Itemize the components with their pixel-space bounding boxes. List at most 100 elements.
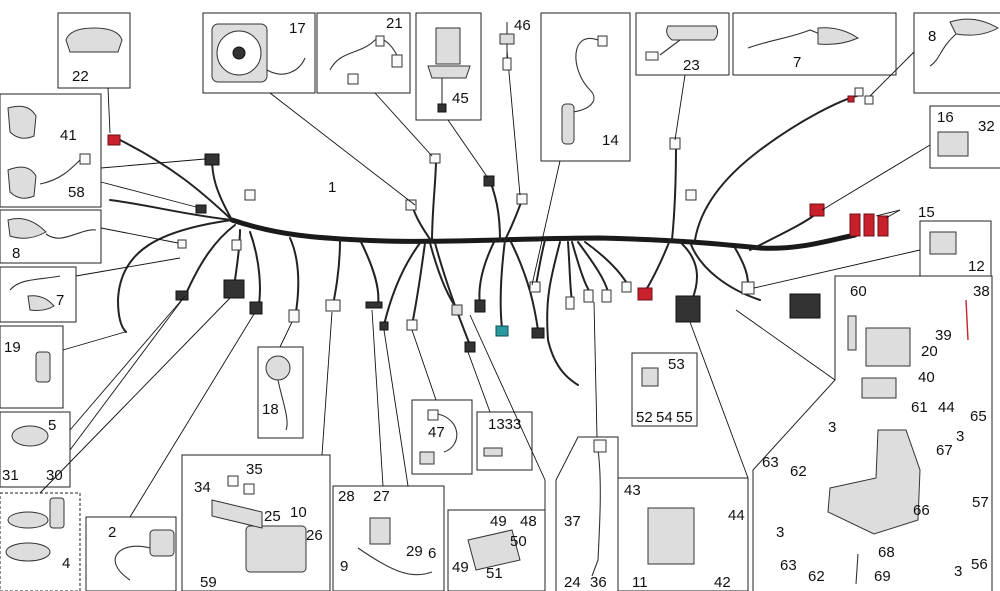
label-53: 53: [668, 356, 685, 373]
connector-red-1: [107, 134, 121, 146]
label-41: 41: [60, 127, 77, 144]
connector-plug-5: [325, 299, 341, 312]
connector-plug-6: [406, 319, 418, 331]
connector-black-8: [464, 341, 476, 353]
connector-black-6: [365, 301, 383, 309]
box-21: [316, 12, 411, 94]
relay-16-part: [937, 131, 969, 157]
part-18: [265, 355, 291, 381]
connector-grey-1: [451, 304, 463, 316]
label-36: 36: [590, 574, 607, 591]
connector-red-4: [847, 95, 855, 103]
label-44: 44: [938, 399, 955, 416]
switch-2-part: [149, 529, 175, 557]
label-32: 32: [978, 118, 995, 135]
label-15: 15: [918, 204, 935, 221]
mirror-top: [7, 105, 37, 139]
label-63a: 63: [762, 454, 779, 471]
connector-plug-8: [405, 199, 417, 211]
box-19: [0, 325, 64, 409]
plate-light-part: [666, 25, 719, 41]
label-62b: 62: [808, 568, 825, 585]
box-52-55: [631, 352, 698, 427]
label-35: 35: [246, 461, 263, 478]
label-34: 34: [194, 479, 211, 496]
label-9: 9: [340, 558, 348, 575]
part-5: [11, 425, 49, 447]
label-45: 45: [452, 90, 469, 107]
label-55: 55: [676, 409, 693, 426]
connector-black-3: [175, 290, 189, 301]
connector-plug-1: [244, 189, 256, 201]
box-7-top: [732, 12, 897, 76]
label-11: 11: [632, 574, 648, 591]
connector-plug-17: [741, 281, 755, 295]
label-29: 29: [406, 543, 423, 560]
connector-teal-1: [495, 325, 509, 337]
label-27: 27: [373, 488, 390, 505]
relay-connector-c: [877, 215, 889, 237]
connector-plug-16: [685, 189, 697, 201]
label-25: 25: [264, 508, 281, 525]
label-21: 21: [386, 15, 403, 32]
connector-red-2: [637, 287, 653, 301]
label-58: 58: [68, 184, 85, 201]
ecu-part: [647, 507, 695, 565]
label-60: 60: [850, 283, 867, 300]
connector-black-2: [195, 204, 207, 214]
label-42: 42: [714, 574, 731, 591]
label-12: 12: [968, 258, 985, 275]
box-14: [540, 12, 631, 162]
label-51: 51: [486, 565, 503, 582]
part-40: [861, 377, 897, 399]
label-19: 19: [4, 339, 21, 356]
connector-plug-10: [529, 281, 541, 293]
label-24: 24: [564, 574, 581, 591]
connector-black-4: [223, 279, 245, 299]
label-49a: 49: [490, 513, 507, 530]
connector-black-11: [531, 327, 545, 339]
label-31: 31: [2, 467, 19, 484]
box-1333: [476, 411, 533, 471]
label-17: 17: [289, 20, 306, 37]
fuel-pump-part: [435, 27, 461, 65]
label-23: 23: [683, 57, 700, 74]
label-54: 54: [656, 409, 673, 426]
label-38: 38: [973, 283, 990, 300]
connector-plug-2: [177, 239, 187, 249]
label-18: 18: [262, 401, 279, 418]
label-49b: 49: [452, 559, 469, 576]
connector-plug-19: [864, 95, 874, 105]
label-2: 2: [108, 524, 116, 541]
label-46: 46: [514, 17, 531, 34]
dashboard-part: [65, 27, 123, 53]
callout-labels: 22 17 21 45 46 14 23 7 8 41 58 16 32 1 1…: [2, 15, 995, 591]
label-3c: 3: [776, 524, 784, 541]
label-26: 26: [306, 527, 323, 544]
label-50: 50: [510, 533, 527, 550]
label-65: 65: [970, 408, 987, 425]
box-23: [635, 12, 730, 76]
part-19: [35, 351, 51, 383]
connector-plug-7: [429, 153, 441, 164]
harness-connectors: [107, 87, 889, 353]
relay-12-part: [929, 231, 957, 255]
leader-lines: [39, 49, 931, 518]
indicator-8-left: [7, 218, 47, 239]
connector-plug-3: [231, 239, 242, 251]
label-62a: 62: [790, 463, 807, 480]
label-7-left: 7: [56, 292, 64, 309]
label-67: 67: [936, 442, 953, 459]
connector-plug-11: [565, 296, 575, 310]
starter-relay-part: [369, 517, 391, 545]
connector-plug-14: [621, 281, 632, 293]
connector-black-10: [474, 299, 486, 313]
label-44b: 44: [728, 507, 745, 524]
box-7-left: [0, 266, 77, 323]
part-20: [865, 327, 911, 367]
label-22: 22: [72, 68, 89, 85]
bracket-part: [827, 429, 921, 535]
connector-plug-4: [288, 309, 300, 323]
connector-black-1: [204, 153, 220, 166]
